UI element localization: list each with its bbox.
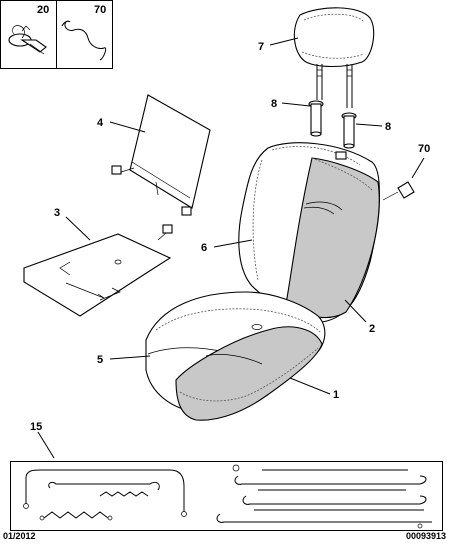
callout-70: 70 (418, 143, 430, 155)
callout-8-left: 8 (271, 98, 277, 110)
footer-reference: 00093913 (405, 531, 446, 541)
wire-kit-parts (23, 464, 432, 529)
callout-2: 2 (369, 323, 375, 335)
label-tag (382, 181, 415, 201)
wire-hook-icon (61, 20, 107, 61)
back-panel (111, 94, 211, 216)
headrest-guide-left (308, 100, 324, 137)
headrest (293, 7, 375, 108)
headrest-guide-right (341, 112, 357, 149)
clip-icon (8, 25, 47, 55)
callout-3: 3 (54, 207, 60, 219)
callout-6: 6 (201, 242, 207, 254)
inset-label-clip: 20 (37, 4, 49, 16)
callout-7: 7 (258, 41, 264, 53)
footer-date: 01/2012 (3, 531, 36, 541)
cushion-cover (175, 326, 323, 421)
heating-mat (23, 224, 173, 317)
callout-15: 15 (30, 421, 42, 433)
callout-4: 4 (97, 117, 104, 129)
callout-8-right: 8 (385, 121, 391, 133)
callout-5: 5 (97, 354, 103, 366)
backrest-cover (285, 151, 380, 319)
inset-label-wire: 70 (94, 4, 106, 16)
inset-box-group (0, 0, 113, 69)
callout-1: 1 (333, 389, 339, 401)
wire-kit-box (10, 461, 443, 531)
